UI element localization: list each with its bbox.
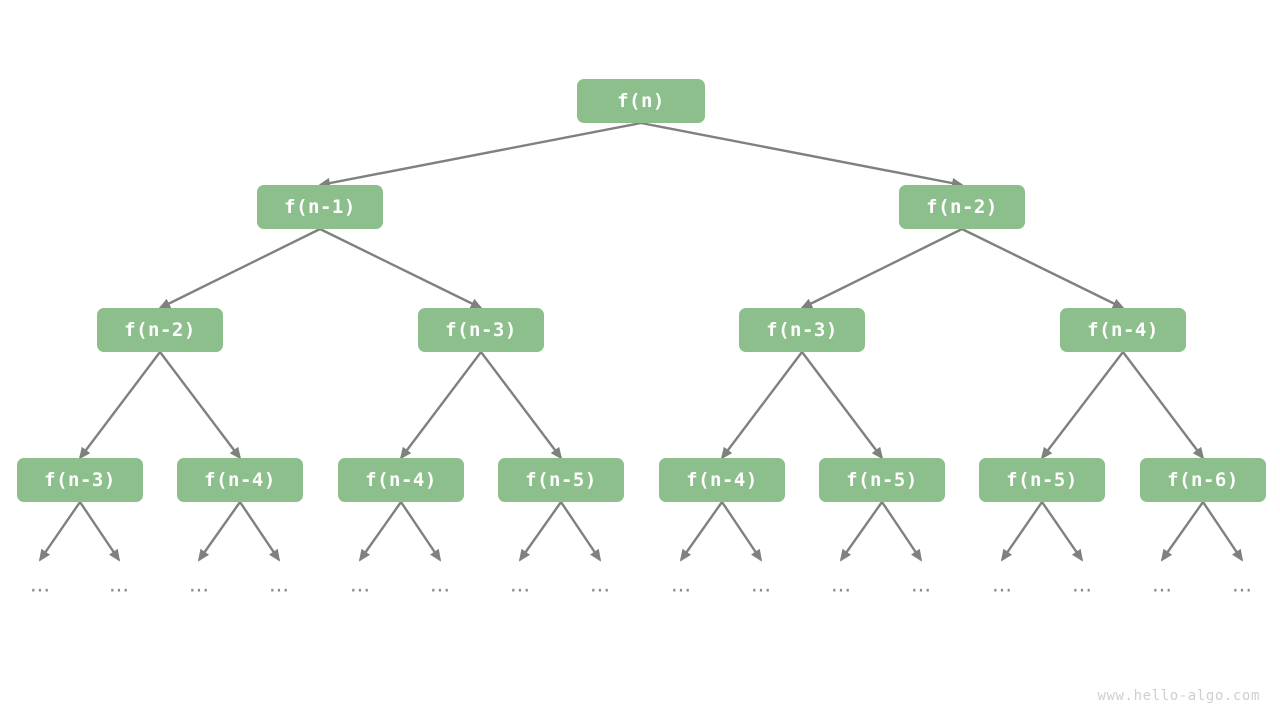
tree-edge — [961, 227, 1125, 310]
tree-node: f(n-5) — [819, 458, 945, 502]
tree-node: f(n) — [577, 79, 705, 123]
tree-edge — [158, 227, 321, 310]
leaf-edge — [38, 501, 81, 562]
ellipsis-mark: ... — [509, 572, 531, 597]
ellipsis-mark: ... — [991, 572, 1013, 597]
leaf-edge — [1041, 501, 1084, 562]
tree-edge — [399, 351, 482, 460]
tree-node: f(n-4) — [1060, 308, 1186, 352]
tree-edge — [318, 121, 642, 189]
ellipsis-mark: ... — [1151, 572, 1173, 597]
tree-node: f(n-3) — [418, 308, 544, 352]
tree-node: f(n-2) — [97, 308, 223, 352]
tree-edge — [720, 351, 803, 460]
tree-node: f(n-6) — [1140, 458, 1266, 502]
leaf-edge — [839, 501, 883, 562]
tree-node: f(n-4) — [338, 458, 464, 502]
ellipsis-mark: ... — [1231, 572, 1253, 597]
ellipsis-mark: ... — [268, 572, 290, 597]
tree-edge — [800, 227, 963, 310]
ellipsis-mark: ... — [589, 572, 611, 597]
leaf-edge — [1202, 501, 1244, 562]
ellipsis-mark: ... — [429, 572, 451, 597]
tree-edge — [801, 351, 884, 460]
ellipsis-mark: ... — [1071, 572, 1093, 597]
tree-node: f(n-5) — [979, 458, 1105, 502]
leaf-edge — [400, 501, 442, 562]
leaf-edge — [79, 501, 121, 562]
leaf-edge — [239, 501, 281, 562]
leaf-edge — [881, 501, 923, 562]
leaf-edge — [1160, 501, 1204, 562]
ellipsis-mark: ... — [349, 572, 371, 597]
watermark: www.hello-algo.com — [1097, 688, 1260, 704]
ellipsis-mark: ... — [910, 572, 932, 597]
tree-edges — [78, 121, 1205, 460]
tree-edge — [640, 121, 964, 189]
tree-node: f(n-1) — [257, 185, 383, 229]
tree-node: f(n-3) — [739, 308, 865, 352]
leaf-edge — [721, 501, 763, 562]
ellipsis-mark: ... — [830, 572, 852, 597]
tree-node: f(n-4) — [177, 458, 303, 502]
ellipsis-mark: ... — [29, 572, 51, 597]
tree-node: f(n-3) — [17, 458, 143, 502]
ellipsis-mark: ... — [750, 572, 772, 597]
tree-node: f(n-2) — [899, 185, 1025, 229]
leaf-edges — [38, 501, 1244, 562]
leaf-edge — [1000, 501, 1043, 562]
ellipsis-mark: ... — [188, 572, 210, 597]
leaf-edge — [679, 501, 723, 562]
tree-edge — [159, 351, 242, 460]
tree-edge — [319, 227, 483, 310]
leaf-edge — [358, 501, 402, 562]
leaf-edge — [518, 501, 562, 562]
ellipsis-mark: ... — [108, 572, 130, 597]
ellipsis-mark: ... — [670, 572, 692, 597]
tree-node: f(n-5) — [498, 458, 624, 502]
tree-edge — [78, 351, 161, 460]
tree-node: f(n-4) — [659, 458, 785, 502]
tree-edge — [1122, 351, 1205, 460]
leaf-edge — [197, 501, 241, 562]
leaf-edge — [560, 501, 602, 562]
tree-edge — [1040, 351, 1124, 460]
tree-edge — [480, 351, 563, 460]
